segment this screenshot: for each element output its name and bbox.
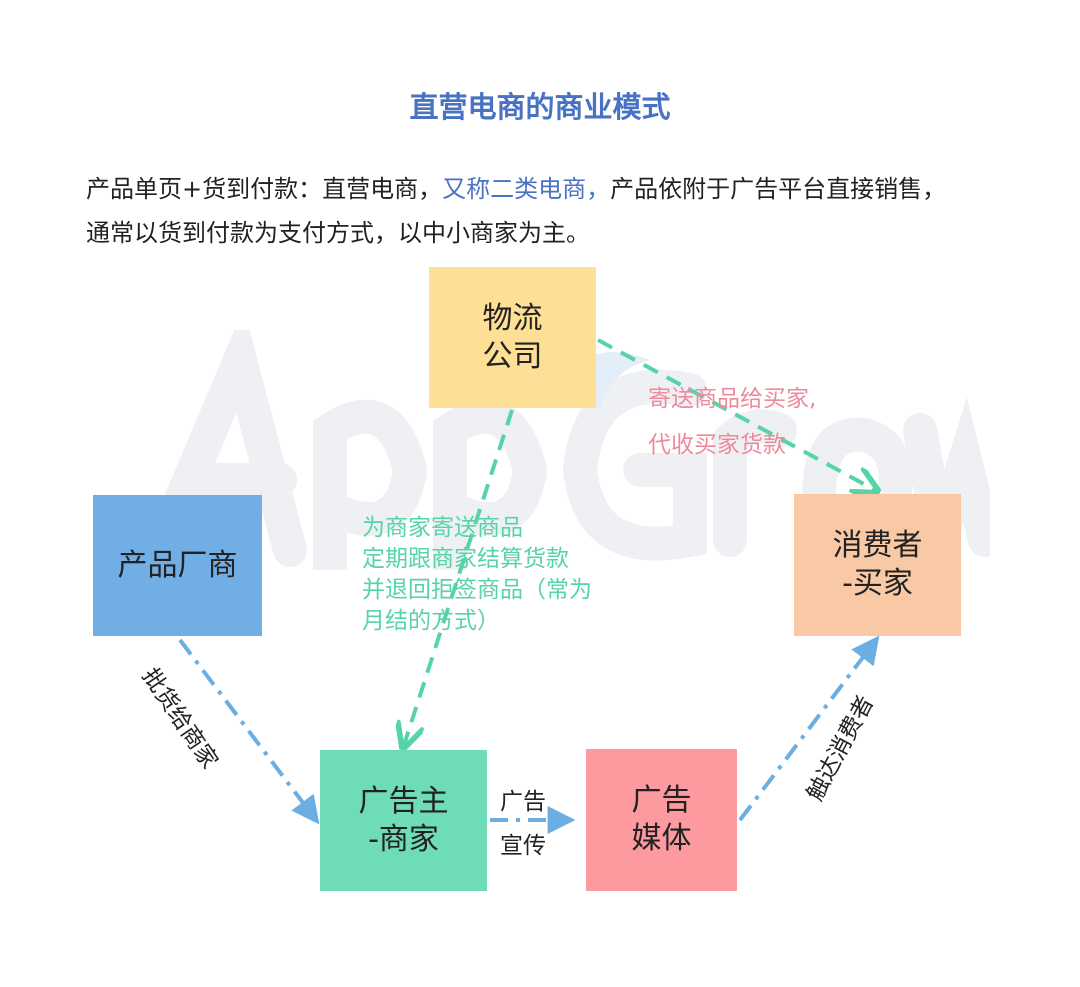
node-media-line-1: 广告 — [631, 783, 692, 818]
intro-part-1: 产品单页+货到付款：直营电商， — [86, 175, 443, 203]
edge-label-logistics-advertiser-line-2: 定期跟商家结算货款 — [362, 546, 569, 572]
node-logistics-company: 物流 公司 — [429, 267, 596, 408]
node-manufacturer-label: 产品厂商 — [117, 547, 238, 583]
edge-label-ad-line-1: 广告 — [500, 789, 546, 815]
node-logistics-line-1: 物流 — [482, 300, 543, 336]
node-advertiser-line-1: 广告主 — [358, 783, 449, 819]
edge-label-logistics-advertiser-line-3: 并退回拒签商品（常为 — [362, 577, 592, 603]
intro-line-2: 通常以货到付款为支付方式，以中小商家为主。 — [86, 219, 590, 247]
node-manufacturer: 产品厂商 — [93, 495, 262, 636]
edge-label-logistics-advertiser-line-1: 为商家寄送商品 — [362, 515, 523, 541]
intro-part-2: 产品依附于广告平台直接销售， — [610, 175, 947, 203]
arrow-logistics-to-consumer — [597, 338, 875, 490]
node-media-line-2: 媒体 — [631, 821, 692, 856]
edge-label-logistics-to-advertiser: 为商家寄送商品 定期跟商家结算货款 并退回拒签商品（常为 月结的方式） — [362, 513, 592, 637]
node-consumer: 消费者 -买家 — [794, 494, 961, 636]
edge-label-logistics-advertiser-line-4: 月结的方式） — [362, 608, 500, 634]
node-advertiser-line-2: -商家 — [368, 821, 439, 857]
node-ad-media: 广告 媒体 — [586, 749, 737, 891]
node-advertiser: 广告主 -商家 — [320, 750, 487, 891]
intro-text: 产品单页+货到付款：直营电商，又称二类电商，产品依附于广告平台直接销售， 通常以… — [86, 167, 1036, 255]
node-consumer-line-1: 消费者 — [832, 528, 923, 563]
edge-label-logistics-consumer-line-2: 代收买家货款 — [648, 432, 786, 458]
intro-line-1: 产品单页+货到付款：直营电商，又称二类电商，产品依附于广告平台直接销售， — [86, 167, 1036, 211]
edge-label-logistics-consumer-line-1: 寄送商品给买家, — [648, 386, 817, 412]
intro-highlight: 又称二类电商， — [442, 175, 611, 203]
edge-label-advertiser-to-media: 广告 宣传 — [500, 780, 546, 868]
edge-label-logistics-to-consumer: 寄送商品给买家, 代收买家货款 — [648, 376, 816, 468]
diagram-title: 直营电商的商业模式 — [409, 90, 671, 124]
edge-label-ad-line-2: 宣传 — [500, 833, 546, 859]
arrow-logistics-to-advertiser — [404, 409, 514, 745]
node-logistics-line-2: 公司 — [482, 338, 543, 374]
node-consumer-line-2: -买家 — [842, 566, 913, 601]
